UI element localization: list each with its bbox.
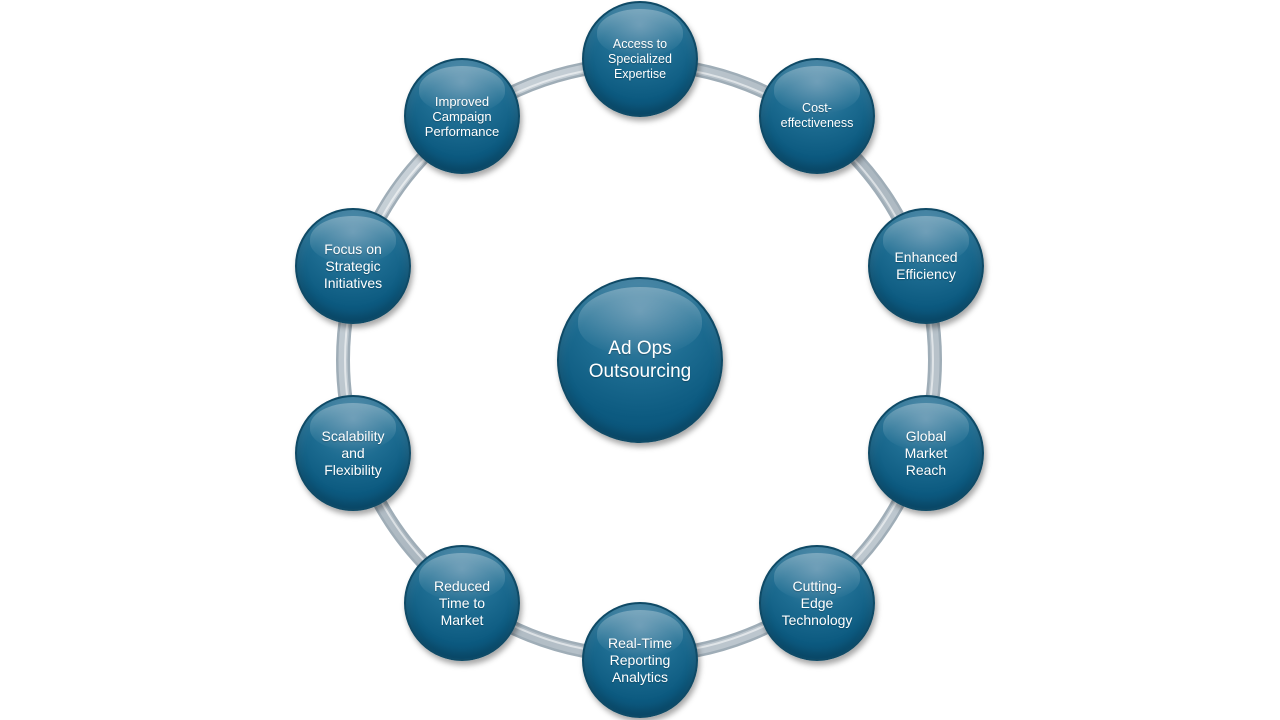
node-label: Scalability and Flexibility xyxy=(321,427,385,478)
node-improved-campaign-performance: Improved Campaign Performance xyxy=(404,58,520,174)
node-reduced-time-to-market: Reduced Time to Market xyxy=(404,545,520,661)
node-label: Enhanced Efficiency xyxy=(894,249,958,282)
node-cutting-edge-technology: Cutting- Edge Technology xyxy=(759,545,875,661)
node-global-market-reach: Global Market Reach xyxy=(868,395,984,511)
node-scalability-and-flexibility: Scalability and Flexibility xyxy=(295,395,411,511)
node-label: Cost- effectiveness xyxy=(780,101,854,130)
node-real-time-reporting-analytics: Real-Time Reporting Analytics xyxy=(582,602,698,718)
node-cost-effectiveness: Cost- effectiveness xyxy=(759,58,875,174)
node-enhanced-efficiency: Enhanced Efficiency xyxy=(868,208,984,324)
node-label: Cutting- Edge Technology xyxy=(781,577,853,628)
node-focus-on-strategic-initiatives: Focus on Strategic Initiatives xyxy=(295,208,411,324)
node-label: Real-Time Reporting Analytics xyxy=(607,634,673,685)
node-label: Access to Specialized Expertise xyxy=(608,36,672,81)
center-node-ad-ops-outsourcing: Ad Ops Outsourcing xyxy=(557,277,723,443)
node-label: Reduced Time to Market xyxy=(433,577,491,628)
node-access-to-specialized-expertise: Access to Specialized Expertise xyxy=(582,1,698,117)
node-label: Improved Campaign Performance xyxy=(424,93,500,139)
center-node-label: Ad Ops Outsourcing xyxy=(588,338,692,382)
node-label: Focus on Strategic Initiatives xyxy=(323,240,383,291)
node-label: Global Market Reach xyxy=(904,427,948,478)
